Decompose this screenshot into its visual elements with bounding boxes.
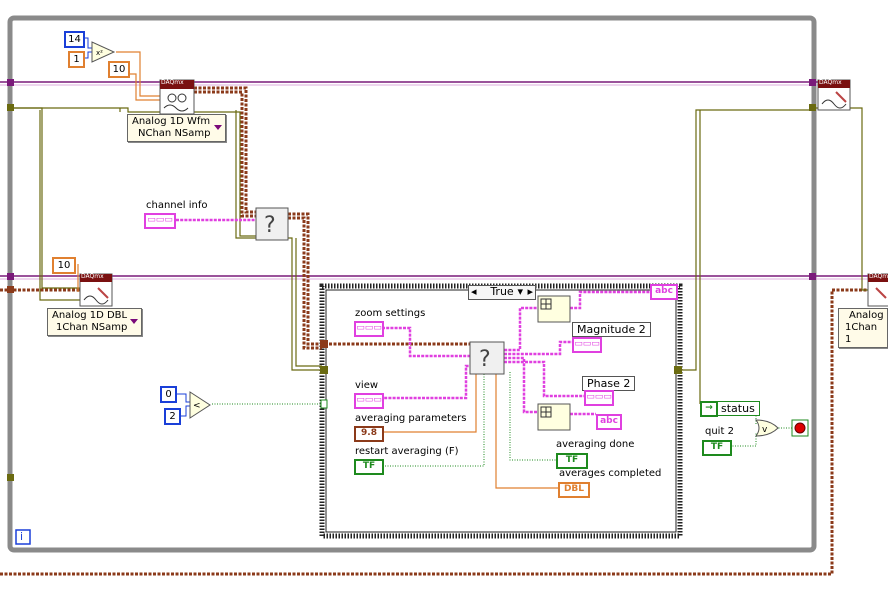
or-function — [755, 419, 779, 437]
subvi-averaging: ? — [469, 341, 505, 375]
view-terminal[interactable]: ▭▭▭ — [354, 393, 384, 409]
channel-info-label: channel info — [146, 200, 208, 211]
chevron-down-icon — [130, 319, 139, 324]
constant-1[interactable]: 1 — [68, 51, 85, 68]
phase-2-label: Phase 2 — [582, 376, 636, 391]
status-label: status — [716, 401, 760, 416]
daqmx-write-vi-right-edge — [867, 273, 888, 307]
write-polymorphic-selector-left[interactable]: Analog 1D DBL 1Chan NSamp — [47, 308, 143, 336]
svg-text:?: ? — [479, 347, 491, 372]
case-selector[interactable]: ◂ True ▾ ▸ — [468, 285, 536, 300]
loop-iteration-label: i — [20, 530, 24, 543]
power-of-2-function — [91, 41, 116, 63]
view-label: view — [355, 380, 379, 391]
case-structure-frame — [319, 283, 683, 539]
magnitude-2-terminal[interactable]: ▭▭▭ — [572, 337, 602, 353]
loop-iteration-terminal — [15, 529, 31, 545]
case-prev-arrow[interactable]: ◂ — [471, 285, 477, 298]
magnitude-2-label: Magnitude 2 — [572, 322, 651, 337]
error-wire — [0, 86, 870, 576]
restart-averaging-terminal[interactable]: TF — [354, 459, 384, 475]
constant-0[interactable]: 0 — [160, 386, 177, 403]
zoom-settings-label: zoom settings — [355, 308, 426, 319]
svg-text:?: ? — [264, 213, 276, 238]
averages-completed-label: averages completed — [559, 468, 662, 479]
constant-10-write[interactable]: 10 — [52, 257, 76, 274]
quit-2-terminal[interactable]: TF — [702, 440, 732, 456]
phase-2-terminal[interactable]: ▭▭▭ — [584, 390, 614, 406]
svg-text:<: < — [193, 401, 201, 411]
daqmx-read-tag: DAQmx — [161, 79, 184, 86]
averaging-done-terminal[interactable]: TF — [556, 453, 588, 469]
constant-2[interactable]: 2 — [164, 408, 181, 425]
subvi-channel-select: ? — [255, 207, 289, 241]
read-polymorphic-selector[interactable]: Analog 1D Wfm NChan NSamp — [127, 114, 226, 142]
less-than-function — [189, 391, 211, 419]
restart-averaging-label: restart averaging (F) — [355, 446, 459, 457]
constant-14[interactable]: 14 — [64, 31, 85, 48]
write-polymorphic-selector-right[interactable]: Analog 1Chan 1 — [838, 308, 888, 348]
averaging-parameters-label: averaging parameters — [355, 413, 467, 424]
chevron-down-icon — [213, 125, 222, 130]
daqmx-write-right-edge-tag: DAQmx — [869, 273, 888, 280]
phase-string-terminal[interactable]: abc — [596, 414, 622, 430]
daqmx-read-vi — [159, 79, 195, 115]
constant-10-samples[interactable]: 10 — [108, 61, 130, 78]
svg-text:x²: x² — [96, 49, 103, 57]
while-loop-frame — [7, 15, 817, 553]
graph-express-top — [537, 295, 571, 323]
daqmx-write-vi-right-top — [817, 79, 851, 111]
shift-registers — [7, 79, 816, 481]
daqmx-write-vi-left — [79, 273, 113, 307]
stop-terminal — [791, 419, 809, 437]
case-next-arrow[interactable]: ▸ — [527, 285, 533, 298]
svg-text:v: v — [762, 425, 768, 435]
quit-2-label: quit 2 — [705, 426, 734, 437]
zoom-settings-terminal[interactable]: ▭▭▭ — [354, 321, 384, 337]
daqmx-write-left-tag: DAQmx — [81, 273, 104, 280]
cluster-wire — [176, 218, 650, 416]
magnitude-string-terminal[interactable]: abc — [650, 284, 678, 300]
status-unbundle-terminal[interactable]: → — [700, 401, 718, 417]
averaging-parameters-terminal[interactable]: 9.8 — [354, 426, 384, 442]
channel-info-terminal[interactable]: ▭▭▭ — [144, 213, 176, 229]
case-dropdown-arrow[interactable]: ▾ — [517, 285, 523, 298]
graph-express-bottom — [537, 403, 571, 431]
daqmx-write-top-right-tag: DAQmx — [819, 79, 842, 86]
averages-completed-terminal[interactable]: DBL — [558, 482, 590, 498]
task-wire-top — [0, 81, 870, 277]
averaging-done-label: averaging done — [556, 439, 635, 450]
